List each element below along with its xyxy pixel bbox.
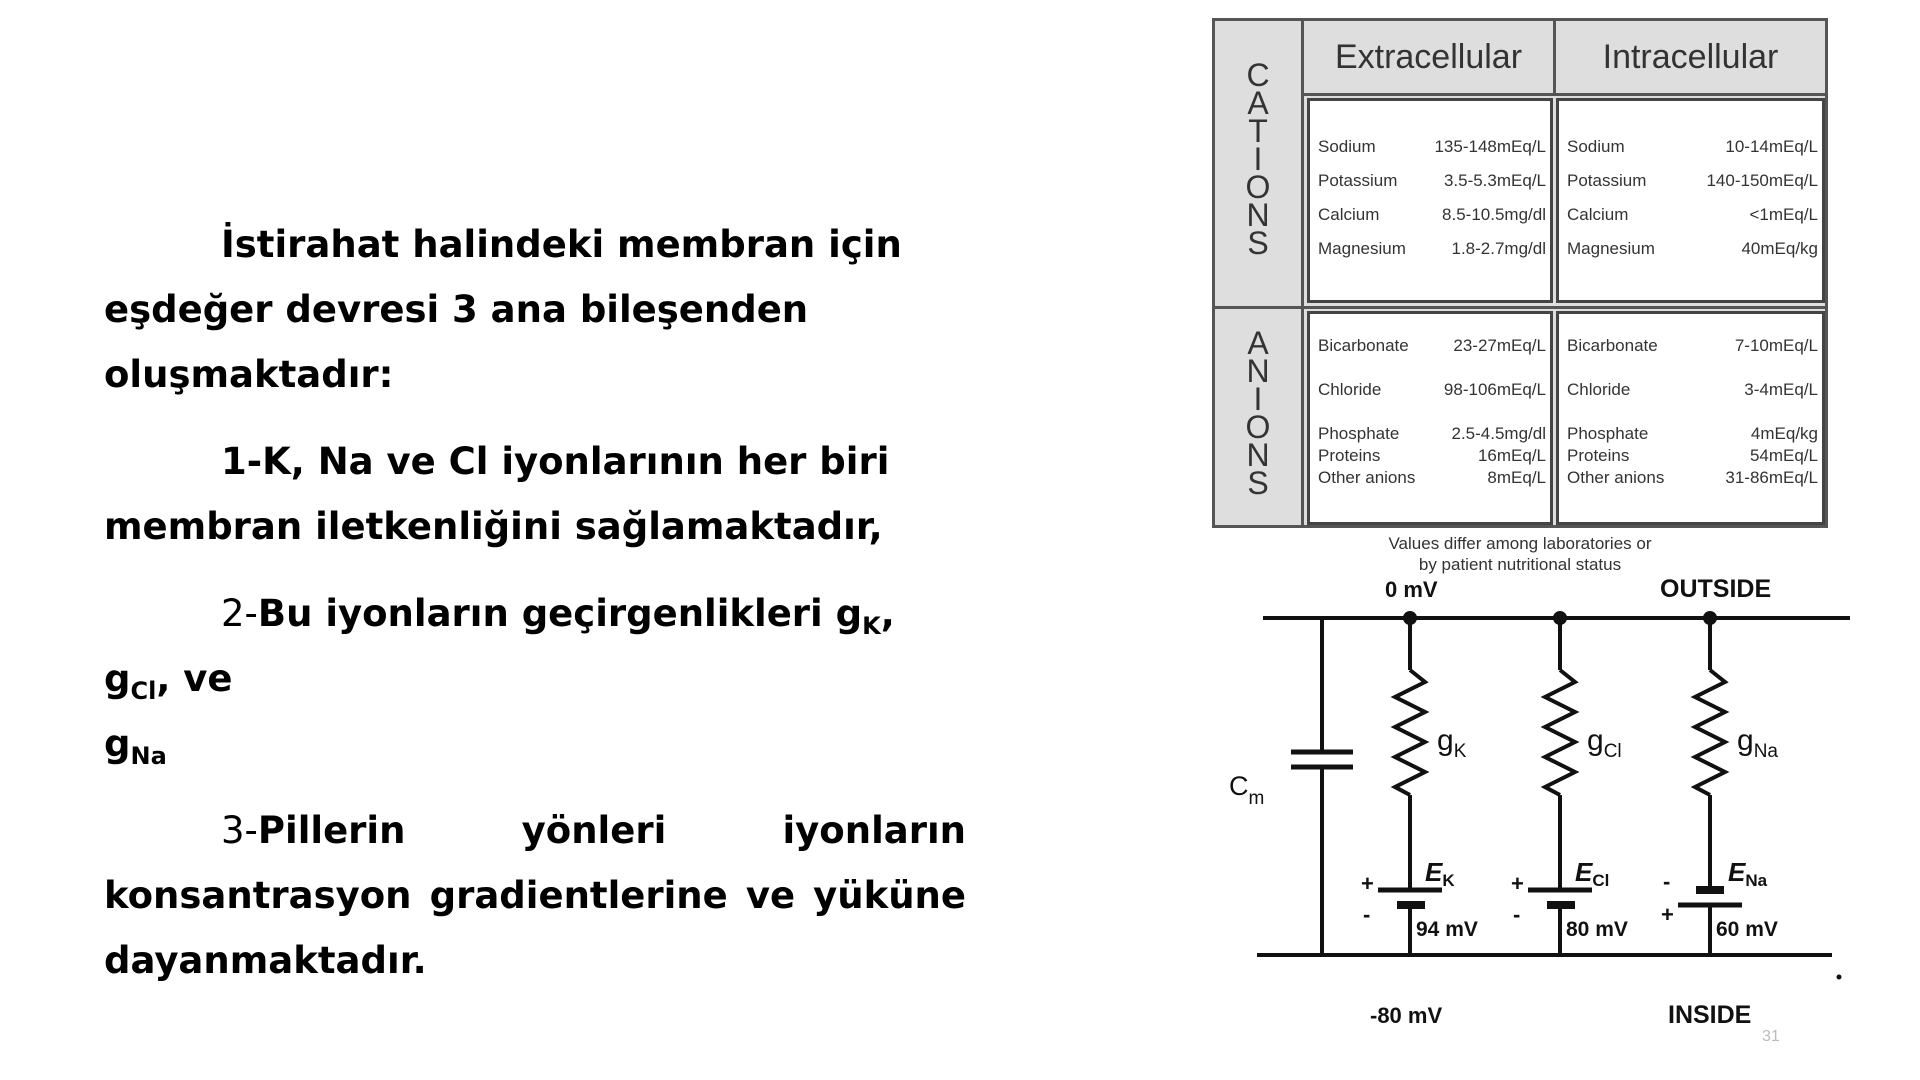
table-divider xyxy=(1215,306,1825,309)
gcl-symbol: gCl xyxy=(104,657,157,705)
label-ena: ENa xyxy=(1728,857,1768,890)
label-ena-voltage: 60 mV xyxy=(1716,918,1778,941)
table-row: Calcium<1mEq/L xyxy=(1567,205,1818,224)
item-3-line-1: Pillerin yönleri iyonların xyxy=(257,809,966,852)
item-2-ve: , ve xyxy=(156,657,233,700)
resistor-gk xyxy=(1390,668,1430,797)
label-ek-voltage: 94 mV xyxy=(1416,918,1478,941)
ena-minus-sign: - xyxy=(1663,869,1670,894)
intro-line-1: İstirahat halindeki membran için xyxy=(221,223,902,266)
item-3-number: 3- xyxy=(221,809,258,852)
intro-line-3: oluşmaktadır: xyxy=(104,353,394,396)
label-gcl: gCl xyxy=(1587,724,1622,762)
item-2-number: 2- xyxy=(221,592,258,635)
ena-plus-sign: + xyxy=(1661,902,1674,927)
item-3-line-3: dayanmaktadır. xyxy=(104,939,427,982)
junction-dot xyxy=(1703,611,1717,625)
label-inside: INSIDE xyxy=(1668,1001,1751,1029)
label-minus-80mv: -80 mV xyxy=(1370,1003,1442,1028)
item-1-line-1: 1-K, Na ve Cl iyonlarının her biri xyxy=(221,440,890,483)
ek-minus-sign: - xyxy=(1363,902,1370,927)
label-ecl: ECl xyxy=(1575,857,1609,890)
table-footnote: Values differ among laboratories or by p… xyxy=(1212,533,1828,575)
page-number: 31 xyxy=(1762,1028,1780,1045)
label-gk: gK xyxy=(1437,724,1467,762)
paragraph-intro: İstirahat halindeki membran için xyxy=(104,212,966,277)
label-0mv: 0 mV xyxy=(1385,577,1438,602)
table-divider xyxy=(1301,93,1825,96)
table-divider xyxy=(1301,21,1304,525)
table-divider xyxy=(1553,21,1556,93)
footnote-line-1: Values differ among laboratories or xyxy=(1388,534,1652,553)
label-ecl-voltage: 80 mV xyxy=(1566,918,1628,941)
header-intracellular: Intracellular xyxy=(1602,38,1779,76)
resistor-gcl xyxy=(1540,668,1580,797)
header-extracellular: Extracellular xyxy=(1334,38,1523,76)
item-3: 3-Pillerin yönleri iyonların xyxy=(104,798,966,863)
label-cm: Cm xyxy=(1229,771,1264,809)
intro-line-2: eşdeğer devresi 3 ana bileşenden xyxy=(104,288,809,331)
ek-plus-sign: + xyxy=(1361,871,1374,896)
label-outside: OUTSIDE xyxy=(1660,575,1771,603)
gk-symbol: gK xyxy=(835,592,881,640)
gna-symbol: gNa xyxy=(104,722,167,770)
item-3-line-2: konsantrasyon gradientlerine ve yüküne xyxy=(104,874,966,917)
footnote-line-2: by patient nutritional status xyxy=(1418,555,1622,574)
slide-text: İstirahat halindeki membran için eşdeğer… xyxy=(104,212,966,993)
junction-dot xyxy=(1836,974,1842,980)
item-2-text: Bu iyonların geçirgenlikleri xyxy=(257,592,823,635)
resistor-gna xyxy=(1690,668,1730,797)
item-2: 2-Bu iyonların geçirgenlikleri gK, gCl, … xyxy=(104,592,895,705)
junction-dot xyxy=(1403,611,1417,625)
label-gna: gNa xyxy=(1737,724,1778,762)
ecl-minus-sign: - xyxy=(1513,902,1520,927)
item-1: 1-K, Na ve Cl iyonlarının her biri xyxy=(104,429,966,494)
ecl-plus-sign: + xyxy=(1511,871,1524,896)
membrane-equivalent-circuit: 0 mV OUTSIDE -80 mV INSIDE Cm gK gCl gNa… xyxy=(1229,575,1850,1029)
junction-dot xyxy=(1553,611,1567,625)
label-ek: EK xyxy=(1425,857,1455,890)
item-1-line-2: membran iletkenliğini sağlamaktadır, xyxy=(104,505,883,548)
